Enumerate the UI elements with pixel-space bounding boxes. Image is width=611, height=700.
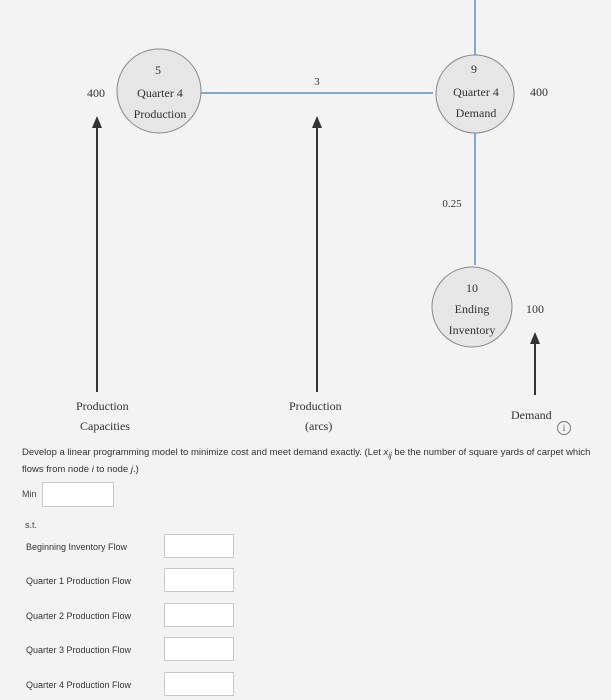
var-x: x — [383, 447, 389, 458]
constraint-label-q1-production: Quarter 1 Production Flow — [26, 576, 132, 586]
demand-arrowhead — [530, 332, 540, 344]
node-9-line1: Quarter 4 — [453, 85, 499, 99]
problem-text-end: .) — [132, 463, 139, 475]
node-5-line1: Quarter 4 — [137, 86, 183, 100]
node-9-id: 9 — [471, 62, 477, 76]
constraint-input-q3-production[interactable] — [164, 637, 234, 661]
info-icon[interactable]: i — [557, 421, 571, 435]
node-10-ending-inventory — [431, 266, 513, 348]
problem-text-to: to node — [93, 463, 131, 475]
problem-text-start: Develop a linear programming model to mi… — [22, 447, 384, 458]
legend-production-arcs-1: Production — [289, 399, 342, 413]
constraints-header: s.t. — [25, 520, 38, 530]
production-arc-arrowhead — [312, 116, 322, 128]
objective-input[interactable] — [42, 482, 114, 507]
constraint-input-q2-production[interactable] — [164, 603, 234, 627]
node-10-demand: 100 — [526, 302, 544, 316]
legend-production-arcs-2: (arcs) — [305, 419, 333, 433]
node-5-line2: Production — [134, 107, 187, 121]
var-subscript: ij — [388, 450, 392, 460]
legend-production-capacities-1: Production — [76, 399, 129, 413]
production-capacity-arrowhead — [92, 116, 102, 128]
objective-label: Min — [22, 489, 37, 499]
constraint-label-q3-production: Quarter 3 Production Flow — [26, 645, 132, 655]
constraint-input-q1-production[interactable] — [164, 568, 234, 592]
node-9-quarter4-demand — [435, 54, 515, 134]
constraint-input-q4-production[interactable] — [164, 672, 234, 696]
node-5-quarter4-production — [116, 48, 202, 134]
legend-demand: Demand — [511, 408, 552, 422]
var-i: i — [91, 463, 94, 475]
node-10-line2: Inventory — [449, 323, 496, 337]
arc-5-9-cost: 3 — [314, 76, 320, 88]
node-10-id: 10 — [466, 281, 478, 295]
constraint-label-beginning-inventory: Beginning Inventory Flow — [26, 542, 128, 552]
constraint-label-q4-production: Quarter 4 Production Flow — [26, 680, 132, 690]
problem-statement: Develop a linear programming model to mi… — [22, 446, 604, 477]
node-9-line2: Demand — [456, 106, 497, 120]
node-10-line1: Ending — [455, 302, 490, 316]
network-diagram: 5 Quarter 4 Production 400 9 Quarter 4 D… — [87, 0, 548, 395]
node-5-capacity: 400 — [87, 86, 105, 100]
problem-text-mid: be the number of square yards of carpet … — [22, 447, 591, 475]
constraint-input-beginning-inventory[interactable] — [164, 534, 234, 558]
var-j: j — [130, 463, 133, 475]
arc-9-10-cost: 0.25 — [442, 198, 462, 210]
legend-production-capacities-2: Capacities — [80, 419, 130, 433]
node-5-id: 5 — [155, 63, 161, 77]
node-9-demand: 400 — [530, 85, 548, 99]
constraint-label-q2-production: Quarter 2 Production Flow — [26, 611, 132, 621]
